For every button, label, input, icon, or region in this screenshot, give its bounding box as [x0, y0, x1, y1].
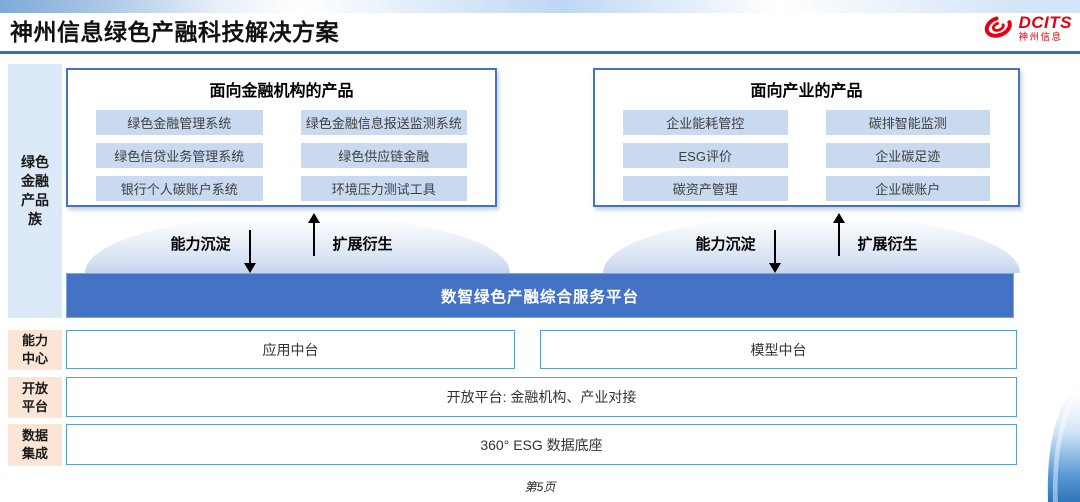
industry-products-grid: 企业能耗管控 碳排智能监测 ESG评价 企业碳足迹 碳资产管理 企业碳账户	[595, 101, 1018, 201]
open-platform-box: 开放平台: 金融机构、产业对接	[66, 377, 1017, 417]
expand-derive-label: 扩展衍生	[857, 235, 918, 253]
product-item: 碳资产管理	[623, 176, 788, 201]
product-item: 绿色金融管理系统	[96, 110, 263, 135]
financial-products-box: 面向金融机构的产品 绿色金融管理系统 绿色金融信息报送监测系统 绿色信贷业务管理…	[66, 68, 497, 207]
logo-text: DCITS 神州信息	[1019, 14, 1073, 43]
industry-products-title: 面向产业的产品	[750, 83, 863, 100]
model-middle-platform-box: 模型中台	[540, 330, 1017, 369]
right-flow-group: 能力沉淀 扩展衍生	[593, 213, 1020, 273]
capability-settle-label: 能力沉淀	[695, 235, 756, 253]
right-dome-decoration	[603, 215, 1020, 273]
left-flow-group: 能力沉淀 扩展衍生	[66, 213, 497, 273]
dcits-logo: DCITS 神州信息	[981, 10, 1073, 47]
layer-label-open-platform: 开放平台	[8, 377, 62, 418]
page-title: 神州信息绿色产融科技解决方案	[10, 19, 339, 45]
header-divider	[0, 51, 1080, 54]
product-item: 环境压力测试工具	[300, 176, 467, 201]
page-number: 第5页	[524, 480, 556, 494]
product-item: 绿色信贷业务管理系统	[96, 143, 263, 168]
arrow-up-icon	[307, 213, 320, 256]
app-middle-platform-box: 应用中台	[66, 330, 515, 369]
expand-derive-label: 扩展衍生	[332, 235, 393, 253]
product-family-label: 绿色金融产品族	[21, 154, 49, 227]
product-family-band: 绿色金融产品族	[8, 64, 62, 318]
dcits-swirl-icon	[981, 10, 1015, 47]
product-item: 银行个人碳账户系统	[96, 176, 263, 201]
top-swoosh-decoration	[0, 0, 1080, 13]
product-item: 绿色供应链金融	[300, 143, 467, 168]
financial-products-title: 面向金融机构的产品	[209, 83, 354, 100]
esg-data-base-box: 360° ESG 数据底座	[66, 424, 1017, 465]
corner-swoosh-decoration	[1020, 377, 1080, 502]
logo-brand: DCITS	[1018, 13, 1072, 33]
left-dome-decoration	[85, 215, 510, 273]
product-item: 企业碳账户	[825, 176, 990, 201]
product-item: 绿色金融信息报送监测系统	[300, 110, 467, 135]
product-item: 企业碳足迹	[825, 143, 990, 168]
financial-products-grid: 绿色金融管理系统 绿色金融信息报送监测系统 绿色信贷业务管理系统 绿色供应链金融…	[68, 101, 495, 201]
product-item: 企业能耗管控	[623, 110, 788, 135]
arrow-down-icon	[243, 230, 256, 273]
arrow-down-icon	[768, 230, 781, 273]
logo-brand-cn: 神州信息	[1018, 32, 1063, 44]
capability-settle-label: 能力沉淀	[170, 235, 231, 253]
layer-label-capability-center: 能力中心	[8, 330, 62, 370]
layer-label-data-integration: 数据集成	[8, 424, 62, 466]
product-item: ESG评价	[623, 143, 788, 168]
industry-products-box: 面向产业的产品 企业能耗管控 碳排智能监测 ESG评价 企业碳足迹 碳资产管理 …	[593, 68, 1020, 207]
arrow-up-icon	[832, 213, 845, 256]
platform-bar: 数智绿色产融综合服务平台	[66, 273, 1014, 318]
product-item: 碳排智能监测	[825, 110, 990, 135]
